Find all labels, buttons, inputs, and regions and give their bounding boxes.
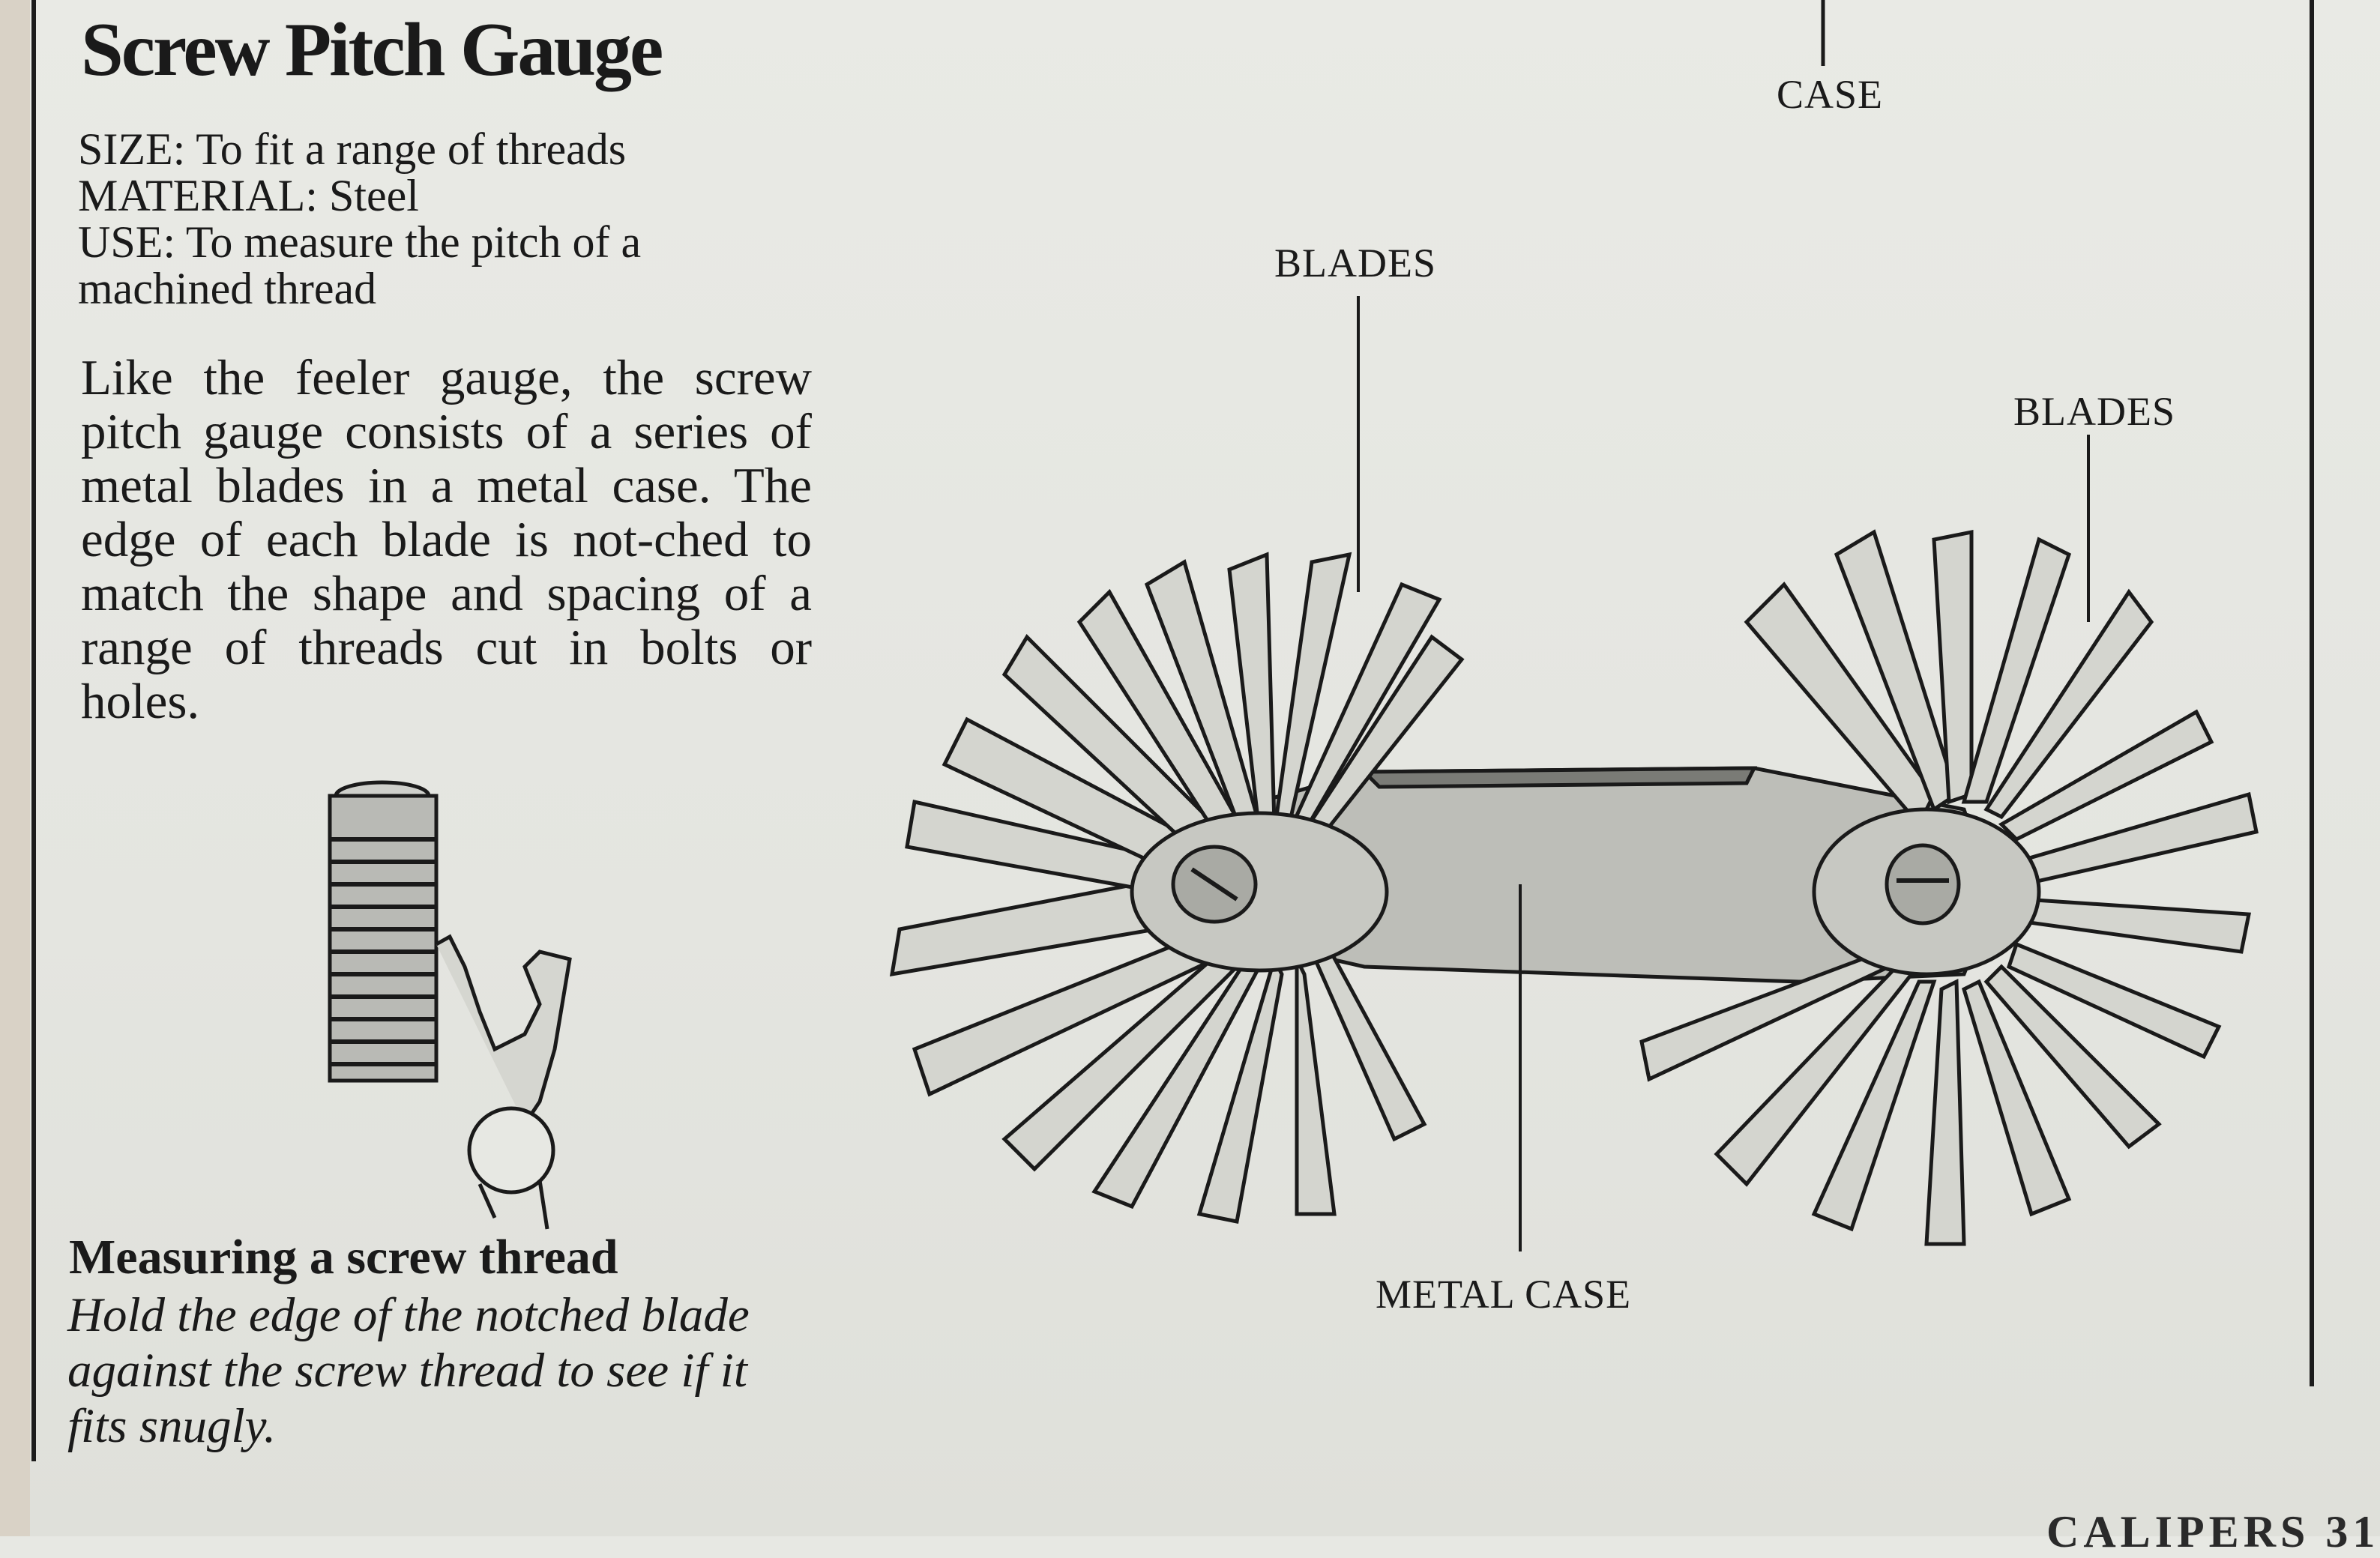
spec-use-continued: machined thread — [78, 264, 377, 313]
caption-text: Hold the edge of the notched blade again… — [67, 1288, 750, 1453]
running-footer: CALIPERS 31 — [2046, 1507, 2380, 1557]
label-blades-right: BLADES — [2013, 389, 2176, 434]
screw-pitch-gauge-illustration — [889, 296, 2259, 1251]
right-border-rule — [2310, 0, 2314, 1386]
page-gutter — [0, 0, 30, 1536]
spec-use: USE: To measure the pitch of a — [78, 217, 642, 267]
label-metal-case: METAL CASE — [1376, 1272, 1632, 1317]
spec-block: SIZE: To fit a range of threads MATERIAL… — [78, 126, 813, 312]
caption-title: Measuring a screw thread — [69, 1230, 618, 1284]
spec-size: SIZE: To fit a range of threads — [78, 124, 627, 174]
label-case: CASE — [1777, 72, 1884, 117]
bolt-measurement-illustration — [328, 780, 572, 1230]
left-border-rule — [31, 0, 36, 1461]
description-paragraph: Like the feeler gauge, the screw pitch g… — [81, 350, 812, 729]
page-title: Screw Pitch Gauge — [81, 7, 663, 92]
label-blades-left: BLADES — [1274, 241, 1437, 286]
spec-material: MATERIAL: Steel — [78, 171, 419, 220]
